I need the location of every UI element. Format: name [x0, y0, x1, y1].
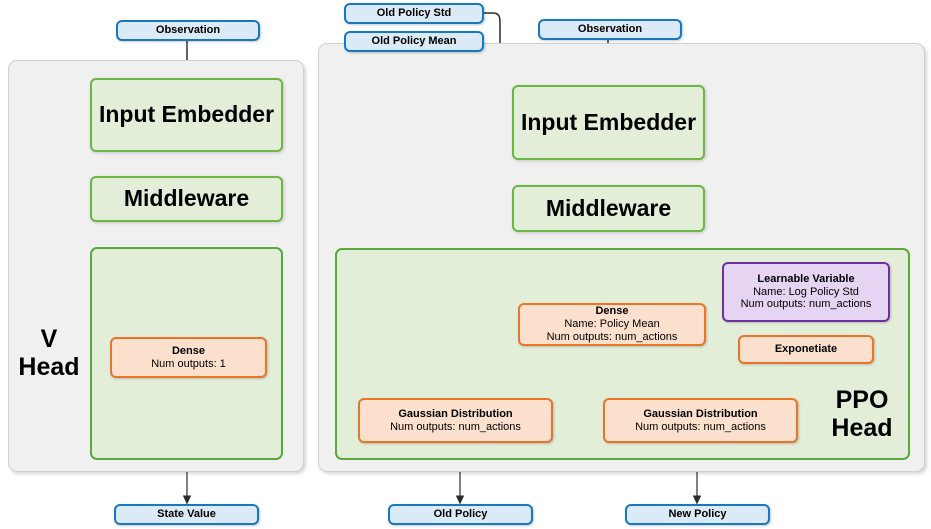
input-old-policy-std[interactable]: Old Policy Std [344, 3, 484, 24]
ppo-head-gaussian-distribution-new[interactable]: Gaussian Distribution Num outputs: num_a… [603, 398, 798, 443]
output-state-value-label: State Value [157, 508, 216, 521]
ppo-head-exponetiate[interactable]: Exponetiate [738, 335, 874, 364]
ppo-head-gaussian-distribution-old[interactable]: Gaussian Distribution Num outputs: num_a… [358, 398, 553, 443]
input-old-policy-std-label: Old Policy Std [376, 7, 452, 20]
ppo-head-dense-name: Name: Policy Mean [564, 318, 660, 331]
ppo-head-middleware-label: Middleware [545, 194, 672, 221]
input-observation-left-label: Observation [155, 24, 221, 37]
ppo-head-input-embedder[interactable]: Input Embedder [512, 85, 705, 160]
v-head-middleware-label: Middleware [123, 185, 250, 212]
output-new-policy[interactable]: New Policy [625, 504, 770, 525]
v-head-input-embedder-label: Input Embedder [98, 101, 275, 128]
ppo-head-middleware[interactable]: Middleware [512, 185, 705, 232]
output-old-policy-label: Old Policy [433, 508, 488, 521]
gaussian-old-num-outputs: Num outputs: num_actions [390, 420, 521, 433]
input-observation-left[interactable]: Observation [116, 20, 260, 41]
ppo-head-dense-policy-mean[interactable]: Dense Name: Policy Mean Num outputs: num… [518, 303, 706, 346]
gaussian-old-title: Gaussian Distribution [398, 407, 513, 420]
v-head-dense[interactable]: Dense Num outputs: 1 [110, 337, 267, 378]
v-head-dense-title: Dense [171, 344, 206, 357]
ppo-head-learnable-variable-name: Name: Log Policy Std [753, 285, 859, 298]
ppo-head-exponetiate-title: Exponetiate [774, 343, 838, 356]
output-new-policy-label: New Policy [668, 508, 727, 521]
input-observation-right-label: Observation [577, 23, 643, 36]
v-head-dense-num-outputs: Num outputs: 1 [151, 357, 226, 370]
output-old-policy[interactable]: Old Policy [388, 504, 533, 525]
input-old-policy-mean[interactable]: Old Policy Mean [344, 31, 484, 52]
v-head-label: V Head [18, 325, 80, 381]
ppo-head-learnable-variable[interactable]: Learnable Variable Name: Log Policy Std … [722, 262, 890, 322]
ppo-head-dense-num-outputs: Num outputs: num_actions [546, 330, 678, 343]
ppo-head-learnable-variable-title: Learnable Variable [757, 272, 855, 285]
ppo-head-dense-title: Dense [595, 305, 629, 318]
v-head-middleware[interactable]: Middleware [90, 176, 283, 222]
output-state-value[interactable]: State Value [114, 504, 259, 525]
gaussian-new-num-outputs: Num outputs: num_actions [635, 420, 766, 433]
ppo-head-label: PPO Head [831, 386, 893, 442]
gaussian-new-title: Gaussian Distribution [643, 407, 758, 420]
input-old-policy-mean-label: Old Policy Mean [371, 35, 457, 48]
v-head-input-embedder[interactable]: Input Embedder [90, 78, 283, 152]
input-observation-right[interactable]: Observation [538, 19, 682, 40]
ppo-head-learnable-variable-num-outputs: Num outputs: num_actions [740, 298, 872, 311]
ppo-head-input-embedder-label: Input Embedder [520, 108, 697, 135]
